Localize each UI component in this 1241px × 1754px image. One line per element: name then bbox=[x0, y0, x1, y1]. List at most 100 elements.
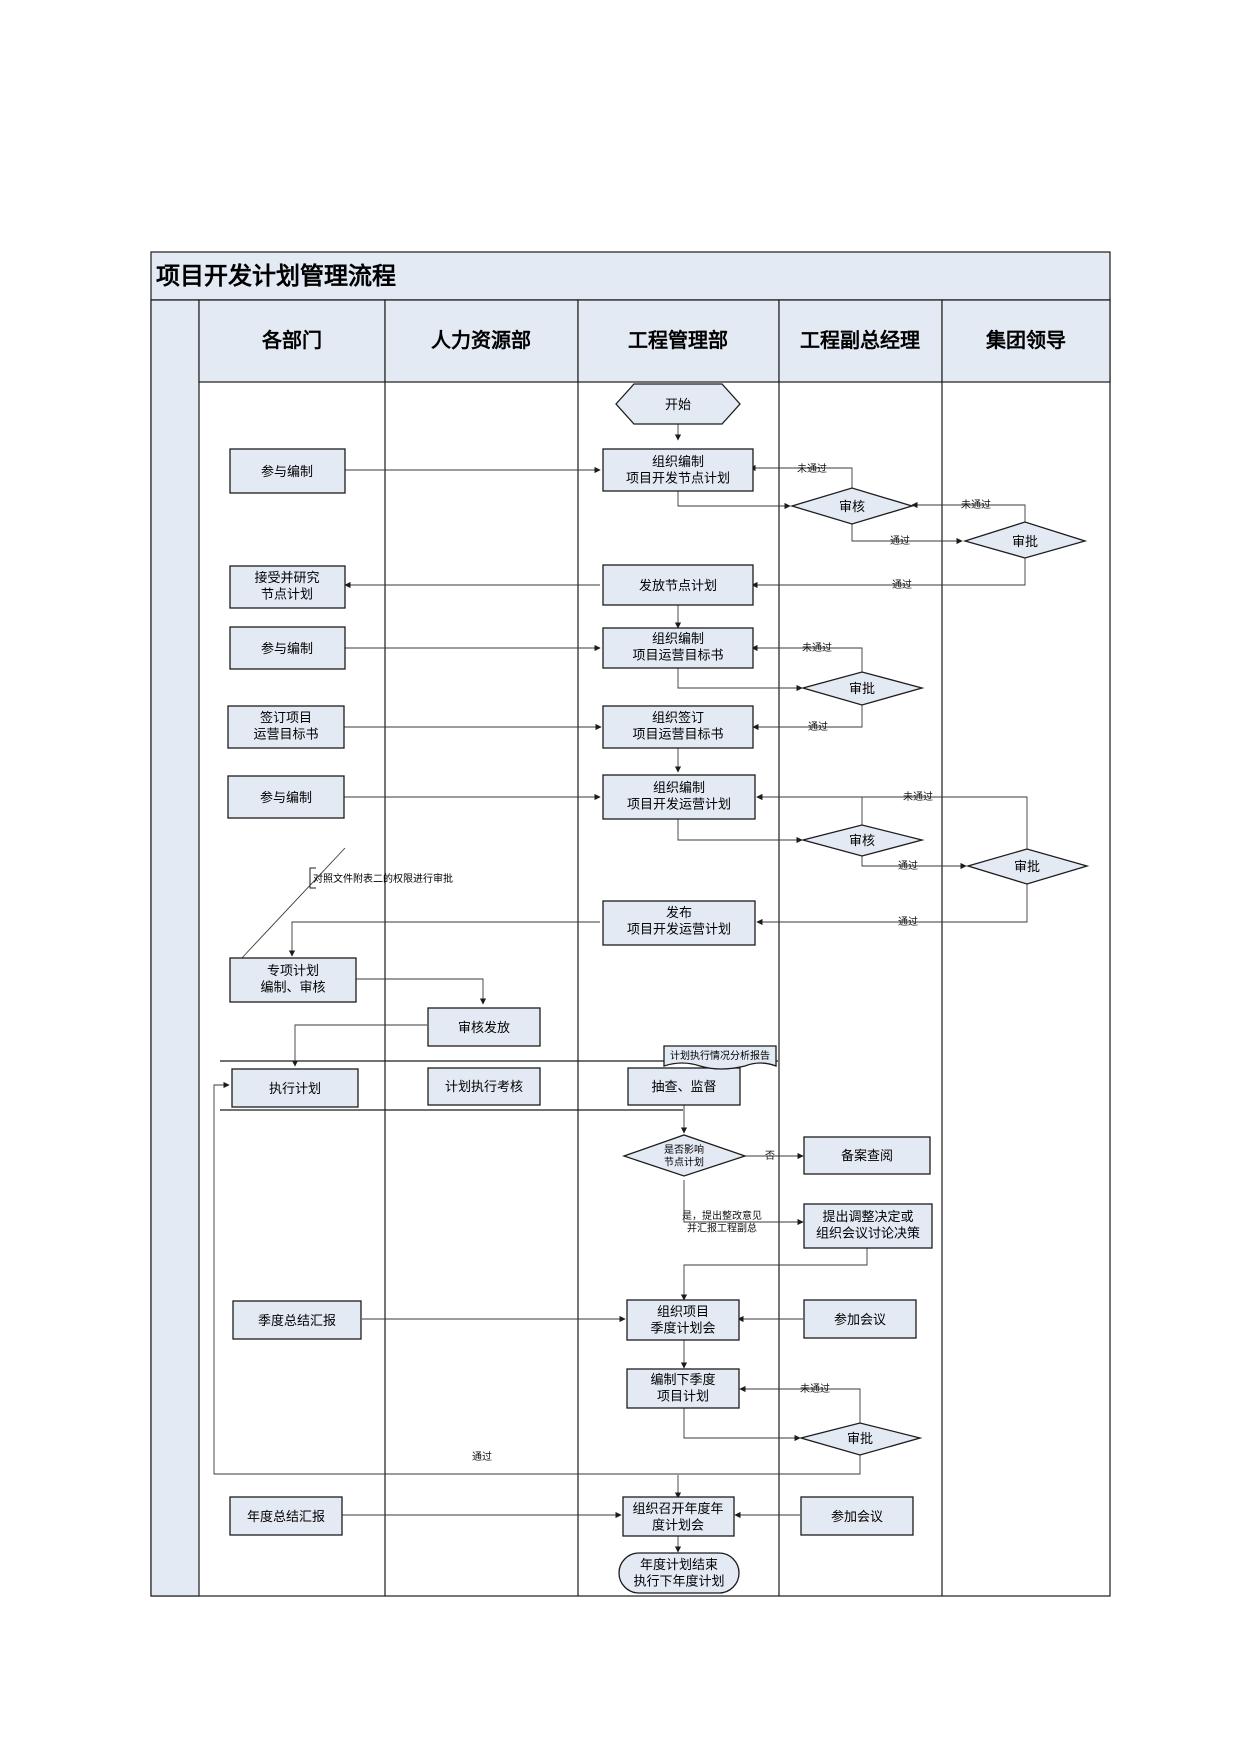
node-org-sign-target-label: 组织签订项目运营目标书 bbox=[632, 710, 723, 742]
nodes: 开始 参与编制 组织编制项目开发节点计划 审核 审批 接受并研究节点计划 发放节… bbox=[227, 383, 1090, 1594]
node-approve-3 bbox=[965, 848, 1090, 885]
edge-label-pass-5: 通过 bbox=[898, 915, 918, 928]
start-node bbox=[615, 383, 741, 425]
node-affects-decision bbox=[621, 1134, 748, 1177]
node-approve-1 bbox=[962, 521, 1088, 559]
edge-label-pass-4: 通过 bbox=[898, 859, 918, 872]
end-label: 年度计划结束执行下年度计划 bbox=[633, 1557, 724, 1589]
node-dept-participate-2 bbox=[229, 626, 346, 670]
node-exec-plan-label: 执行计划 bbox=[269, 1082, 321, 1097]
node-org-compile-ops-label: 组织编制项目开发运营计划 bbox=[627, 781, 731, 812]
node-inspect bbox=[627, 1067, 741, 1106]
node-org-compile-node-plan-label: 组织编制项目开发节点计划 bbox=[626, 455, 730, 486]
lane-label-departments: 各部门 bbox=[261, 328, 322, 352]
lane-header-vp bbox=[778, 299, 943, 383]
edge-label-fail-2: 未通过 bbox=[961, 498, 991, 511]
edge-label-yes-feedback: 是，提出整改意见并汇报工程副总 bbox=[682, 1209, 762, 1235]
node-issue-node-plan-label: 发放节点计划 bbox=[639, 578, 717, 594]
node-approve-4 bbox=[798, 1422, 923, 1456]
node-publish-ops bbox=[602, 900, 756, 946]
node-inspect-label: 抽查、监督 bbox=[651, 1080, 716, 1095]
node-review-1-label: 审核 bbox=[839, 500, 865, 515]
node-quarter-meeting-label: 组织项目季度计划会 bbox=[650, 1305, 715, 1336]
node-approve-3-label: 审批 bbox=[1014, 860, 1040, 875]
node-archive-label: 备案查阅 bbox=[841, 1148, 893, 1164]
node-review-1 bbox=[789, 487, 915, 525]
edge-label-pass-3: 通过 bbox=[808, 720, 828, 733]
node-annual-meeting-label: 组织召开年度年度计划会 bbox=[632, 1501, 723, 1533]
lane-label-engineering: 工程管理部 bbox=[628, 328, 728, 352]
node-hr-assess bbox=[427, 1067, 541, 1106]
node-dept-participate-1-label: 参与编制 bbox=[261, 464, 313, 480]
node-approve-2 bbox=[800, 671, 925, 706]
node-quarter-meeting bbox=[626, 1299, 740, 1341]
node-dept-receive bbox=[229, 565, 346, 609]
node-quarter-report bbox=[232, 1300, 362, 1340]
node-adjust-decision bbox=[803, 1203, 933, 1249]
lane-label-hr: 人力资源部 bbox=[431, 328, 531, 352]
lane-dividers bbox=[384, 382, 943, 1596]
node-review-2 bbox=[800, 824, 925, 857]
node-org-compile-target-label: 组织编制项目运营目标书 bbox=[632, 632, 723, 663]
node-attend-2 bbox=[800, 1496, 914, 1536]
node-affects-decision-label: 是否影响节点计划 bbox=[664, 1143, 704, 1169]
node-archive bbox=[803, 1136, 931, 1175]
edge-label-pass-2: 通过 bbox=[892, 578, 912, 591]
edges bbox=[213, 420, 1028, 1553]
page-title: 项目开发计划管理流程 bbox=[156, 262, 396, 290]
node-dept-participate-3-label: 参与编制 bbox=[260, 790, 312, 806]
node-approve-2-label: 审批 bbox=[849, 682, 875, 697]
node-annual-report bbox=[229, 1496, 343, 1536]
node-adjust-decision-label: 提出调整决定或组织会议讨论决策 bbox=[816, 1209, 920, 1241]
edge-label-pass-1: 通过 bbox=[890, 534, 910, 547]
node-hr-assess-label: 计划执行考核 bbox=[445, 1080, 523, 1095]
node-annual-meeting bbox=[622, 1496, 735, 1537]
node-org-compile-node-plan bbox=[602, 448, 754, 492]
lane-header-group bbox=[941, 299, 1111, 383]
node-dept-participate-2-label: 参与编制 bbox=[261, 641, 313, 657]
node-dept-receive-label: 接受并研究节点计划 bbox=[254, 570, 319, 602]
lane-label-vp: 工程副总经理 bbox=[800, 328, 920, 352]
node-org-compile-ops bbox=[602, 774, 756, 820]
edge-label-no: 否 bbox=[765, 1150, 775, 1162]
node-org-sign-target bbox=[602, 705, 754, 749]
edge-labels: 未通过 未通过 通过 通过 未通过 通过 未通过 通过 通过 否 是，提出整改意… bbox=[472, 462, 991, 1463]
lane-header-engineering bbox=[577, 299, 780, 383]
lane-label-group: 集团领导 bbox=[985, 328, 1066, 352]
title-bar bbox=[150, 251, 1111, 301]
node-next-quarter-label: 编制下季度项目计划 bbox=[650, 1372, 715, 1404]
node-hr-review-issue-label: 审核发放 bbox=[458, 1020, 510, 1036]
note-authority: 对照文件附表二的权限进行审批 bbox=[313, 872, 453, 885]
node-dept-sign bbox=[227, 705, 345, 749]
node-special-plan bbox=[229, 957, 357, 1003]
node-attend-1 bbox=[803, 1299, 917, 1339]
node-hr-review-issue bbox=[427, 1007, 541, 1047]
node-attend-1-label: 参加会议 bbox=[834, 1312, 886, 1328]
lane-header-departments bbox=[198, 299, 386, 383]
node-publish-ops-label: 发布项目开发运营计划 bbox=[627, 905, 731, 937]
node-next-quarter bbox=[626, 1368, 740, 1409]
note-authority-bracket bbox=[309, 867, 316, 889]
node-dept-participate-3 bbox=[227, 775, 345, 819]
node-quarter-report-label: 季度总结汇报 bbox=[258, 1313, 336, 1329]
node-approve-1-label: 审批 bbox=[1012, 535, 1038, 550]
node-attend-2-label: 参加会议 bbox=[831, 1509, 883, 1525]
node-annual-report-label: 年度总结汇报 bbox=[247, 1509, 325, 1525]
node-approve-4-label: 审批 bbox=[847, 1432, 873, 1447]
left-margin-strip bbox=[150, 299, 200, 1597]
edge-label-fail-4: 未通过 bbox=[903, 790, 933, 803]
node-exec-plan bbox=[231, 1068, 359, 1108]
end-node bbox=[618, 1552, 740, 1594]
start-label: 开始 bbox=[665, 398, 691, 413]
node-org-compile-target bbox=[602, 627, 754, 669]
doc-analysis-report bbox=[663, 1045, 777, 1070]
edge-label-fail-3: 未通过 bbox=[802, 641, 832, 654]
edge-label-fail-1: 未通过 bbox=[797, 462, 827, 475]
node-review-2-label: 审核 bbox=[849, 834, 875, 849]
lane-headers: 各部门 人力资源部 工程管理部 工程副总经理 集团领导 bbox=[198, 299, 1111, 383]
node-issue-node-plan bbox=[602, 564, 754, 606]
edge-label-pass-6: 通过 bbox=[472, 1450, 492, 1463]
node-dept-sign-label: 签订项目运营目标书 bbox=[253, 710, 318, 742]
node-special-plan-label: 专项计划编制、审核 bbox=[260, 964, 325, 995]
node-dept-participate-1 bbox=[229, 448, 346, 494]
